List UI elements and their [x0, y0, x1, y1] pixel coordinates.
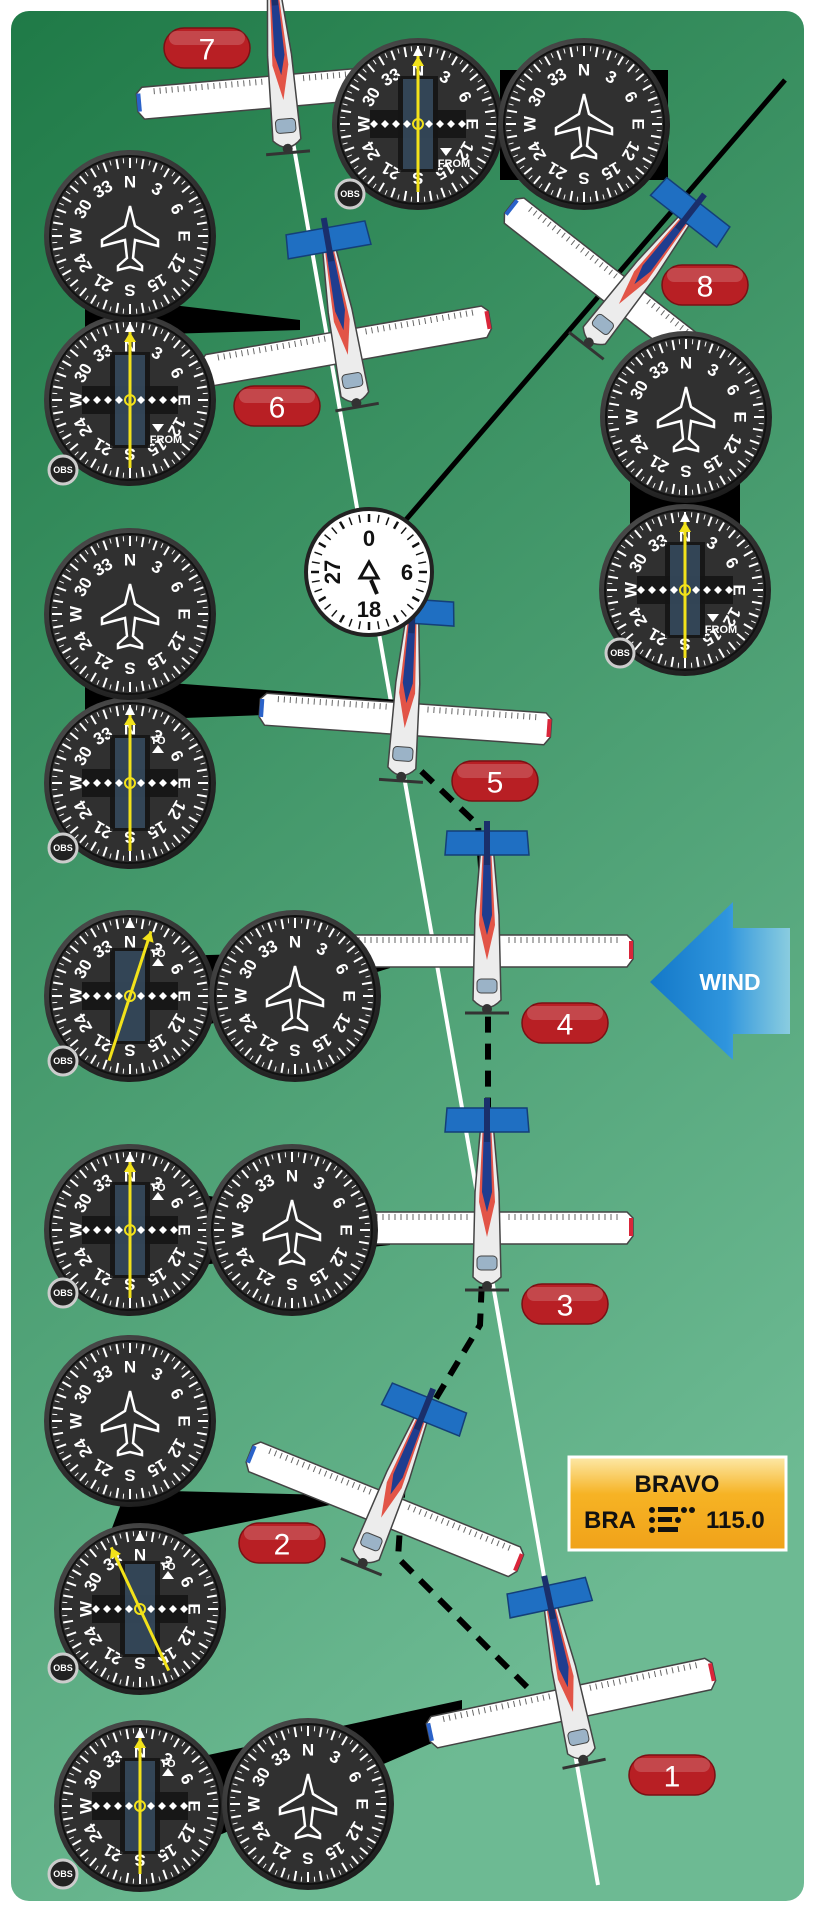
- compass-north: 0: [363, 526, 375, 551]
- vor-indicator-icon: N36E1215S2124W3033FROMOBS: [332, 38, 504, 210]
- dial-label: E: [629, 118, 648, 129]
- station-name: BRAVO: [635, 1471, 720, 1498]
- dial-label: W: [229, 1221, 248, 1238]
- dial-label: S: [124, 281, 135, 300]
- position-marker: 7: [164, 28, 250, 68]
- vor-indicator-icon: N36E1215S2124W3033FROMOBS: [599, 504, 771, 676]
- position-number: 3: [557, 1290, 574, 1323]
- obs-label: OBS: [340, 189, 360, 199]
- dial-label: S: [680, 462, 691, 481]
- position-number: 8: [697, 271, 714, 304]
- position-marker: 8: [662, 265, 748, 305]
- position-number: 2: [274, 1529, 291, 1562]
- compass-rose: 0 6 18 27: [306, 509, 432, 635]
- dial-label: S: [286, 1275, 297, 1294]
- vor-indicator-icon: N36E1215S2124W3033FROMOBS: [44, 314, 216, 486]
- obs-label: OBS: [53, 1056, 73, 1066]
- obs-label: OBS: [610, 648, 630, 658]
- dial-label: W: [521, 115, 540, 132]
- position-number: 7: [199, 34, 216, 67]
- dial-label: E: [175, 1415, 194, 1426]
- dial-label: N: [124, 1358, 136, 1377]
- dial-label: S: [302, 1849, 313, 1868]
- to-flag: TO: [160, 1561, 176, 1573]
- position-marker: 1: [629, 1755, 715, 1795]
- dial-label: S: [578, 169, 589, 188]
- dial-label: E: [337, 1224, 356, 1235]
- dial-label: S: [289, 1041, 300, 1060]
- dial-label: N: [302, 1741, 314, 1760]
- dial-label: N: [680, 354, 692, 373]
- dial-label: W: [67, 227, 86, 244]
- dial-label: W: [67, 1412, 86, 1429]
- dial-label: W: [623, 408, 642, 425]
- dial-label: E: [731, 411, 750, 422]
- dial-label: S: [124, 1466, 135, 1485]
- obs-label: OBS: [53, 1869, 73, 1879]
- dial-label: E: [340, 990, 359, 1001]
- wind-label: WIND: [699, 969, 760, 995]
- position-marker: 4: [522, 1003, 608, 1043]
- station-frequency: 115.0: [706, 1507, 765, 1534]
- from-flag: FROM: [705, 624, 737, 636]
- position-number: 1: [664, 1761, 681, 1794]
- obs-label: OBS: [53, 843, 73, 853]
- dial-label: N: [124, 551, 136, 570]
- to-flag: TO: [150, 1182, 166, 1194]
- obs-label: OBS: [53, 1663, 73, 1673]
- position-number: 4: [557, 1009, 574, 1042]
- to-flag: TO: [150, 735, 166, 747]
- dial-label: N: [289, 933, 301, 952]
- station-ident: BRA: [584, 1507, 636, 1534]
- position-marker: 6: [234, 386, 320, 426]
- dial-label: N: [286, 1167, 298, 1186]
- from-flag: FROM: [150, 434, 182, 446]
- to-flag: TO: [160, 1758, 176, 1770]
- position-marker: 5: [452, 761, 538, 801]
- position-number: 5: [487, 767, 504, 800]
- position-number: 6: [269, 392, 286, 425]
- dial-label: W: [232, 987, 251, 1004]
- dial-label: N: [578, 61, 590, 80]
- station-box: BRAVO BRA 115.0: [569, 1457, 786, 1550]
- from-flag: FROM: [438, 158, 470, 170]
- dial-label: W: [67, 605, 86, 622]
- position-marker: 3: [522, 1284, 608, 1324]
- obs-label: OBS: [53, 1288, 73, 1298]
- dial-label: W: [245, 1795, 264, 1812]
- obs-label: OBS: [53, 465, 73, 475]
- compass-west: 27: [320, 560, 345, 584]
- position-marker: 2: [239, 1523, 325, 1563]
- dial-label: N: [124, 173, 136, 192]
- to-flag: TO: [150, 948, 166, 960]
- compass-east: 6: [401, 560, 413, 585]
- compass-south: 18: [357, 597, 381, 622]
- dial-label: E: [175, 608, 194, 619]
- dial-label: E: [175, 230, 194, 241]
- dial-label: E: [353, 1798, 372, 1809]
- dial-label: S: [124, 659, 135, 678]
